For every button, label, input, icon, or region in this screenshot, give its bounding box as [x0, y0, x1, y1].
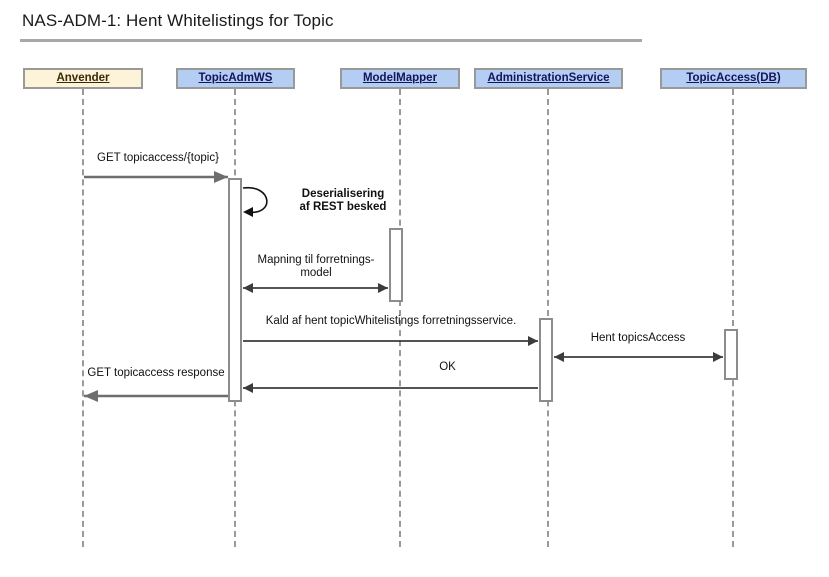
participant-label-topicadmws: TopicAdmWS: [198, 71, 273, 84]
message-label-msg-kald-forretningsservice: Kald af hent topicWhitelistings forretni…: [265, 315, 517, 327]
activation-bar-administrationservice[interactable]: [539, 318, 553, 402]
title-divider: [20, 39, 642, 42]
message-label-line: af REST besked: [299, 201, 387, 213]
message-label-msg-mapning: Mapning til forretnings-model: [248, 254, 384, 280]
lifeline-topicaccessdb: [732, 89, 734, 547]
participant-label-anvender: Anvender: [56, 71, 110, 84]
lifeline-anvender: [82, 89, 84, 547]
participant-box-anvender[interactable]: Anvender: [23, 68, 143, 89]
message-label-line: Deserialisering: [301, 188, 385, 200]
message-label-msg-get-topicaccess-response: GET topicaccess response: [87, 367, 225, 379]
message-label-line: model: [300, 267, 332, 279]
lifeline-modelmapper: [399, 89, 401, 547]
participant-box-administrationservice[interactable]: AdministrationService: [474, 68, 623, 89]
message-label-msg-get-topicaccess: GET topicaccess/{topic}: [97, 152, 219, 164]
activation-bar-topicadmws[interactable]: [228, 178, 242, 402]
participant-box-modelmapper[interactable]: ModelMapper: [340, 68, 460, 89]
message-label-msg-ok: OK: [439, 361, 456, 373]
participant-label-topicaccessdb: TopicAccess(DB): [686, 71, 781, 84]
participant-box-topicaccessdb[interactable]: TopicAccess(DB): [660, 68, 807, 89]
participant-label-administrationservice: AdministrationService: [487, 71, 610, 84]
page-title: NAS-ADM-1: Hent Whitelistings for Topic: [22, 11, 334, 30]
activation-bar-modelmapper[interactable]: [389, 228, 403, 302]
message-label-msg-hent-topicsaccess: Hent topicsAccess: [590, 332, 686, 344]
message-label-line: Mapning til forretnings-: [257, 254, 375, 266]
activation-bar-topicaccessdb[interactable]: [724, 329, 738, 380]
participant-box-topicadmws[interactable]: TopicAdmWS: [176, 68, 295, 89]
participant-label-modelmapper: ModelMapper: [362, 71, 438, 84]
